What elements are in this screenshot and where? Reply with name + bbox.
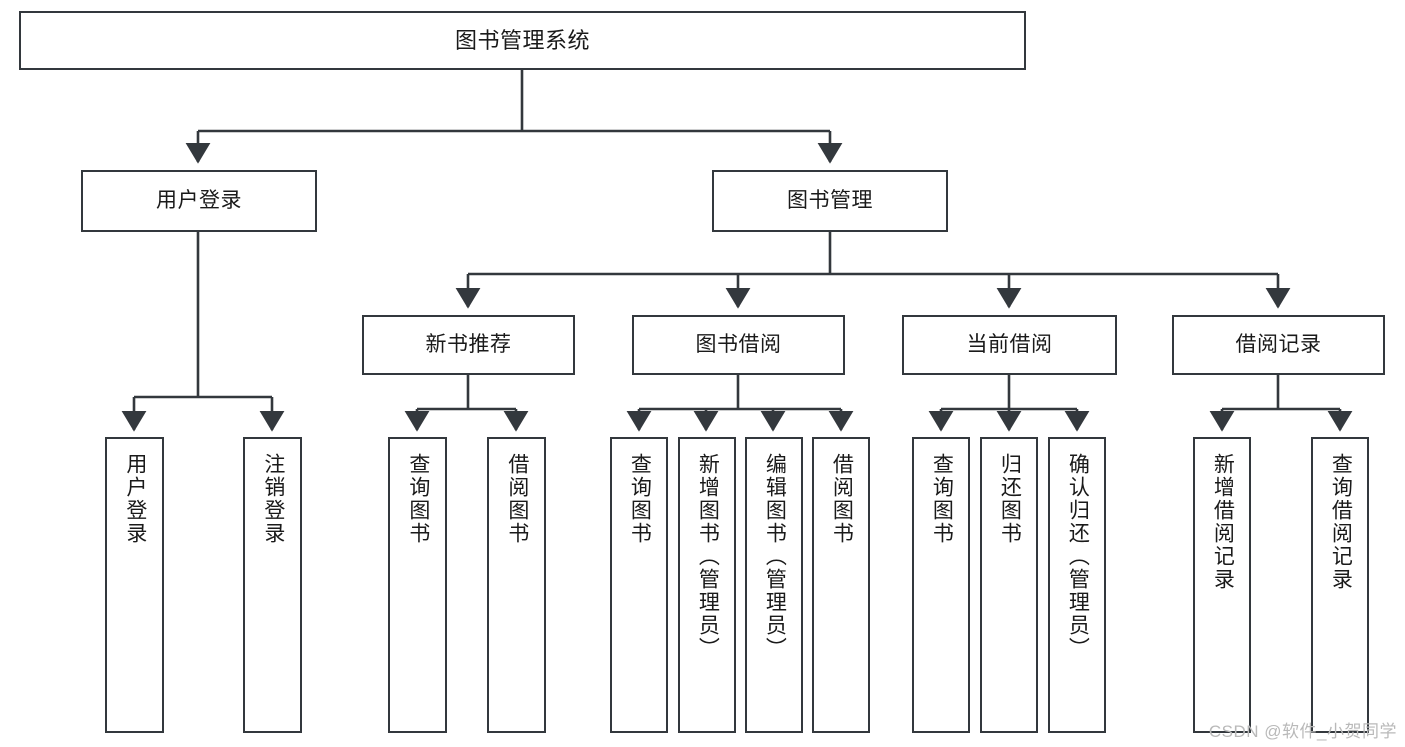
node-borrow-records[interactable]: 借阅记录 — [1172, 315, 1385, 375]
leaf-edit-book-admin[interactable]: 编辑图书（管理员） — [745, 437, 803, 733]
leaf-add-book-admin[interactable]: 新增图书（管理员） — [678, 437, 736, 733]
node-label: 用户登录 — [123, 453, 147, 545]
node-current-borrow[interactable]: 当前借阅 — [902, 315, 1117, 375]
leaf-borrow-books-recommend[interactable]: 借阅图书 — [487, 437, 546, 733]
node-label: 新增借阅记录 — [1211, 453, 1235, 591]
leaf-borrow-books[interactable]: 借阅图书 — [812, 437, 870, 733]
leaf-confirm-return-admin[interactable]: 确认归还（管理员） — [1048, 437, 1106, 733]
node-new-book-recommend[interactable]: 新书推荐 — [362, 315, 575, 375]
node-label: 图书借阅 — [695, 332, 782, 356]
node-book-borrow[interactable]: 图书借阅 — [632, 315, 845, 375]
leaf-query-books-current[interactable]: 查询图书 — [912, 437, 970, 733]
node-label: 新增图书（管理员） — [696, 453, 720, 660]
node-label: 借阅记录 — [1235, 332, 1322, 356]
node-label: 查询借阅记录 — [1329, 453, 1353, 591]
node-label: 查询图书 — [406, 453, 430, 545]
node-label: 编辑图书（管理员） — [763, 453, 787, 660]
node-label: 归还图书 — [998, 453, 1022, 545]
leaf-user-login[interactable]: 用户登录 — [105, 437, 164, 733]
leaf-logout[interactable]: 注销登录 — [243, 437, 302, 733]
node-label: 当前借阅 — [966, 332, 1053, 356]
csdn-watermark: CSDN @软件_小贺同学 — [1208, 722, 1397, 741]
leaf-query-books-recommend[interactable]: 查询图书 — [388, 437, 447, 733]
node-label: 查询图书 — [628, 453, 652, 545]
node-label: 用户登录 — [156, 188, 242, 212]
node-label: 注销登录 — [261, 453, 285, 545]
node-label: 借阅图书 — [505, 453, 529, 545]
node-root-system[interactable]: 图书管理系统 — [19, 11, 1026, 70]
node-book-management[interactable]: 图书管理 — [712, 170, 948, 232]
node-label: 图书管理系统 — [454, 27, 590, 53]
leaf-add-borrow-record[interactable]: 新增借阅记录 — [1193, 437, 1251, 733]
leaf-return-books[interactable]: 归还图书 — [980, 437, 1038, 733]
node-label: 借阅图书 — [830, 453, 854, 545]
leaf-query-books-borrow[interactable]: 查询图书 — [610, 437, 668, 733]
node-label: 确认归还（管理员） — [1066, 453, 1090, 660]
leaf-query-borrow-record[interactable]: 查询借阅记录 — [1311, 437, 1369, 733]
node-label: 图书管理 — [787, 188, 873, 212]
node-user-login[interactable]: 用户登录 — [81, 170, 317, 232]
node-label: 查询图书 — [930, 453, 954, 545]
node-label: 新书推荐 — [425, 332, 512, 356]
